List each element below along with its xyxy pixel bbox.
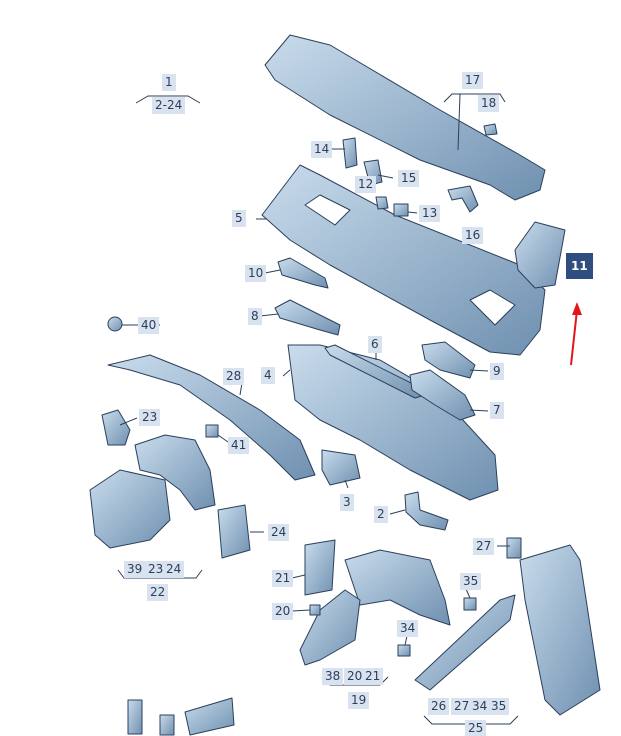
label-3[interactable]: 3 (340, 494, 354, 511)
label-22[interactable]: 22 (147, 584, 169, 601)
label-34[interactable]: 34 (397, 620, 419, 637)
nut-40-part[interactable] (107, 316, 123, 332)
bracket-23-part[interactable] (101, 409, 131, 446)
label-15[interactable]: 15 (398, 170, 420, 187)
label-5[interactable]: 5 (232, 210, 246, 227)
label-25[interactable]: 25 (465, 720, 487, 736)
strut-tower-left-part[interactable] (134, 434, 216, 511)
group-line-22 (117, 569, 203, 579)
label-27[interactable]: 27 (473, 538, 495, 555)
label-21[interactable]: 21 (272, 570, 294, 587)
bracket-9-part[interactable] (421, 341, 476, 379)
red-arrow (570, 302, 582, 366)
label-14[interactable]: 14 (311, 141, 333, 158)
bulkhead-part[interactable] (287, 344, 499, 501)
clip-13-part[interactable] (393, 203, 409, 217)
clip-20-part[interactable] (309, 604, 321, 616)
label-19[interactable]: 19 (348, 692, 370, 709)
label-2[interactable]: 2 (374, 506, 388, 523)
label-2-24[interactable]: 2-24 (152, 97, 186, 114)
label-40[interactable]: 40 (138, 317, 160, 334)
label-24b[interactable]: 24 (163, 561, 185, 578)
bracket-16-part[interactable] (447, 185, 479, 213)
clip-18-part[interactable] (483, 123, 498, 136)
label-28[interactable]: 28 (223, 368, 245, 385)
label-8[interactable]: 8 (248, 308, 262, 325)
label-11-highlighted[interactable]: 11 (566, 253, 593, 279)
leader-lines (119, 148, 510, 646)
wheelhouse-left-part[interactable] (89, 469, 171, 549)
label-41[interactable]: 41 (228, 437, 250, 454)
label-34b[interactable]: 34 (469, 698, 491, 715)
bracket-2-part[interactable] (404, 491, 449, 531)
label-23[interactable]: 23 (139, 409, 161, 426)
label-4[interactable]: 4 (261, 367, 275, 384)
label-1[interactable]: 1 (162, 74, 176, 91)
label-9[interactable]: 9 (490, 363, 504, 380)
label-17[interactable]: 17 (462, 72, 484, 89)
pad-part[interactable] (184, 697, 235, 736)
label-27b[interactable]: 27 (451, 698, 473, 715)
label-18[interactable]: 18 (478, 95, 500, 112)
grommet-part[interactable] (159, 714, 175, 736)
clip-35-part[interactable] (463, 597, 477, 611)
bracket-8-part[interactable] (274, 299, 341, 336)
label-38[interactable]: 38 (322, 668, 344, 685)
bracket-14-part[interactable] (342, 137, 358, 169)
label-7[interactable]: 7 (490, 402, 504, 419)
clip-34-part[interactable] (397, 644, 411, 657)
clip-27-part[interactable] (506, 537, 522, 559)
group-line-17 (443, 93, 506, 151)
pillar-27-part[interactable] (519, 544, 601, 716)
label-24[interactable]: 24 (268, 524, 290, 541)
panel-21-part[interactable] (304, 539, 336, 596)
panel-38-part[interactable] (299, 589, 361, 666)
strut-tower-right-part[interactable] (344, 549, 451, 626)
label-35b[interactable]: 35 (488, 698, 510, 715)
panel-26-part[interactable] (414, 594, 516, 691)
side-bracket-part[interactable] (514, 221, 566, 289)
label-16[interactable]: 16 (462, 227, 484, 244)
label-20b[interactable]: 20 (344, 668, 366, 685)
bracket-7-part[interactable] (409, 369, 476, 421)
bracket-24-part[interactable] (217, 504, 251, 559)
bolt-41-part[interactable] (205, 424, 219, 438)
label-13[interactable]: 13 (419, 205, 441, 222)
label-10[interactable]: 10 (245, 265, 267, 282)
label-6[interactable]: 6 (368, 336, 382, 353)
panel-3-part[interactable] (321, 449, 361, 486)
plenum-cover-part[interactable] (264, 34, 546, 201)
label-35[interactable]: 35 (460, 573, 482, 590)
label-26[interactable]: 26 (428, 698, 450, 715)
label-21b[interactable]: 21 (362, 668, 384, 685)
cowl-panel-part[interactable] (261, 164, 546, 356)
label-12[interactable]: 12 (355, 176, 377, 193)
group-line-1 (135, 95, 201, 104)
label-20[interactable]: 20 (272, 603, 294, 620)
clip-12-part[interactable] (375, 196, 389, 210)
label-23b[interactable]: 23 (145, 561, 167, 578)
rail-part[interactable] (107, 354, 316, 481)
plug-part[interactable] (127, 699, 143, 735)
label-39[interactable]: 39 (124, 561, 146, 578)
bracket-10-part[interactable] (277, 257, 329, 289)
